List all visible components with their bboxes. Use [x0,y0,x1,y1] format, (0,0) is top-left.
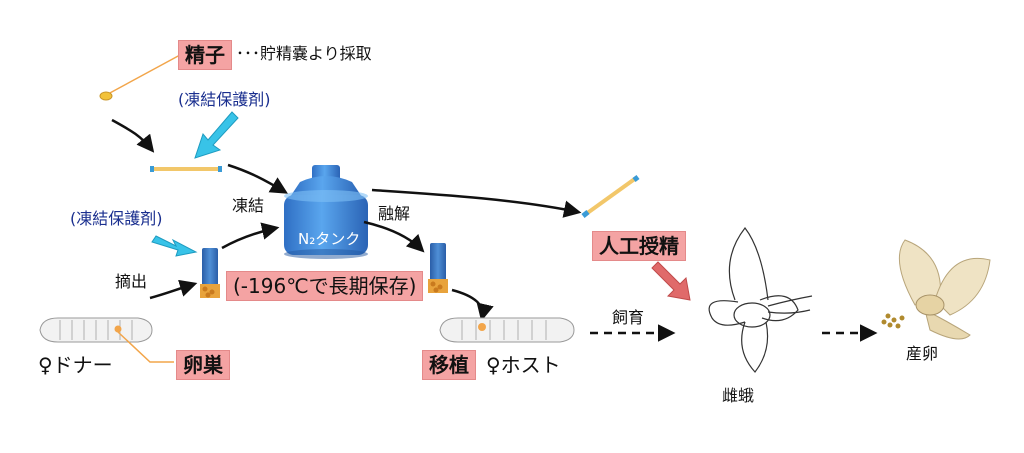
cryoprotectant-arrow-left [151,235,198,257]
spoon-icon [99,54,181,101]
vial-icon [428,243,448,293]
cryoprotectant-label-top: (凍結保護剤) [178,90,271,109]
silkworm-icon [439,317,575,343]
sperm-note: ･･･貯精嚢より採取 [236,44,372,63]
female-moth-label: 雌蛾 [722,386,755,405]
n2-tank-icon [284,165,368,259]
silkworm-icon [39,317,153,343]
sperm-label: 精子 [178,40,232,70]
extract-label: 摘出 [115,272,148,291]
ovary-label: 卵巣 [176,350,230,380]
rearing-label: 飼育 [612,308,645,327]
straw-icon [150,166,222,172]
transplant-label: 移植 [422,350,476,380]
thaw-label: 融解 [378,204,411,223]
cryoprotectant-arrow-top [194,111,239,159]
donor-label: ♀ドナー [38,353,113,377]
vial-icon [200,248,220,298]
freeze-label: 凍結 [232,196,265,215]
insemination-arrow [651,261,691,301]
straw-icon [581,175,640,218]
cryoprotectant-label-left: (凍結保護剤) [70,209,163,228]
insemination-label: 人工授精 [592,231,686,261]
tank-label: N₂タンク [298,230,361,248]
storage-label: (-196℃で長期保存) [226,271,424,301]
oviposition-label: 産卵 [906,344,939,363]
host-label: ♀ホスト [486,353,561,377]
moth-with-eggs-icon [881,239,991,340]
moth-icon [708,227,813,373]
